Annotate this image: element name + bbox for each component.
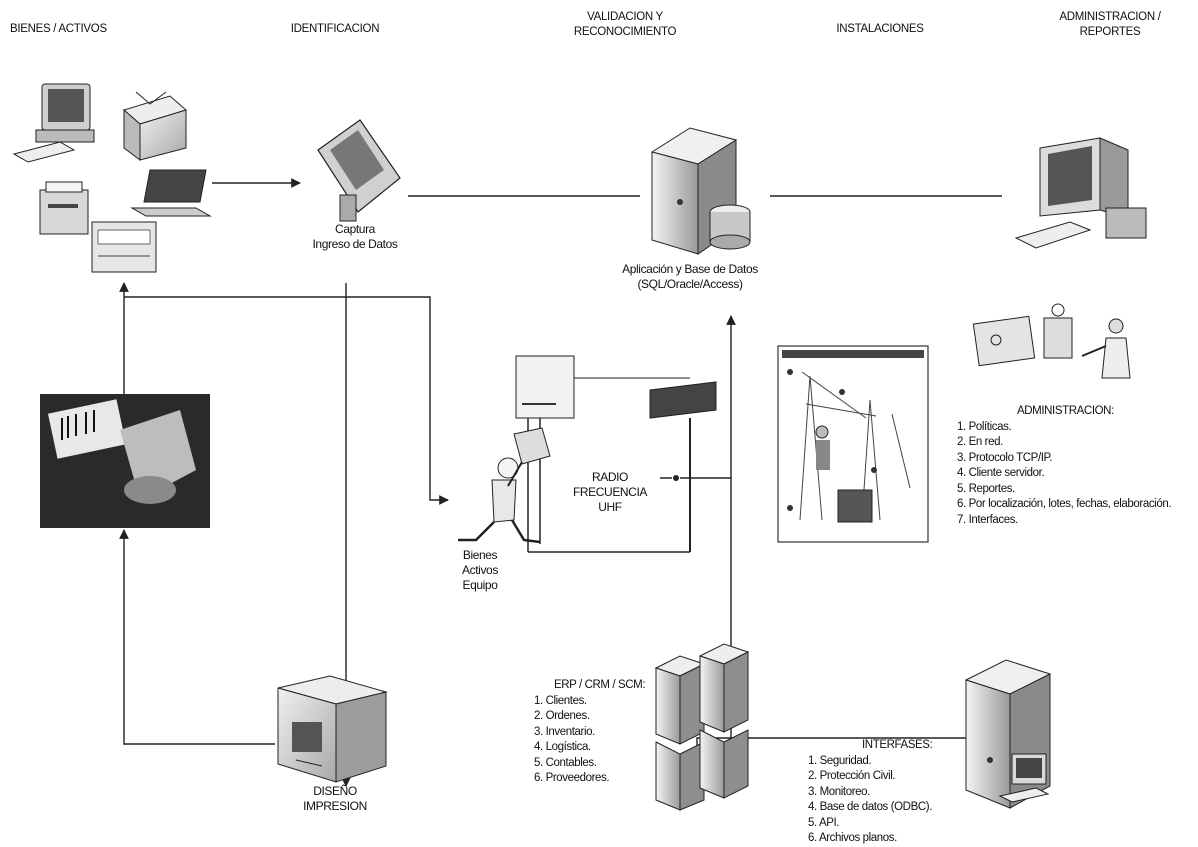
interfases-title: INTERFASES: bbox=[808, 738, 1008, 754]
list-item: 4. Base de datos (ODBC). bbox=[808, 800, 1008, 816]
list-item: 3. Inventario. bbox=[534, 725, 664, 741]
list-item: 3. Monitoreo. bbox=[808, 785, 1008, 801]
rf-symbol-icon bbox=[660, 475, 679, 481]
administracion-list: 1. Políticas. 2. En red. 3. Protocolo TC… bbox=[957, 420, 1193, 529]
workstation-icon bbox=[1016, 138, 1146, 248]
list-item: 4. Cliente servidor. bbox=[957, 466, 1193, 482]
worker-laptop-icon bbox=[458, 428, 550, 542]
erp-block: ERP / CRM / SCM: 1. Clientes. 2. Ordenes… bbox=[534, 678, 664, 787]
radio-frecuencia-label: RADIO FRECUENCIA UHF bbox=[560, 470, 660, 515]
list-item: 1. Políticas. bbox=[957, 420, 1193, 436]
interfases-list: 1. Seguridad. 2. Protección Civil. 3. Mo… bbox=[808, 754, 1008, 847]
computer-icon bbox=[14, 84, 94, 162]
diseno-impresion-label: DISEÑO IMPRESION bbox=[290, 784, 380, 814]
aplicacion-label: Aplicación y Base de Datos (SQL/Oracle/A… bbox=[580, 262, 800, 292]
interfases-block: INTERFASES: 1. Seguridad. 2. Protección … bbox=[808, 738, 1008, 847]
handheld-terminal-icon bbox=[318, 120, 400, 221]
list-item: 2. Protección Civil. bbox=[808, 769, 1008, 785]
label-printer-icon bbox=[278, 676, 386, 782]
rfid-antenna-icon bbox=[650, 382, 716, 552]
bienes-equipo-label: Bienes Activos Equipo bbox=[450, 548, 510, 593]
list-item: 4. Logística. bbox=[534, 740, 664, 756]
list-item: 7. Interfaces. bbox=[957, 513, 1193, 529]
erp-list: 1. Clientes. 2. Ordenes. 3. Inventario. … bbox=[534, 694, 664, 787]
list-item: 6. Archivos planos. bbox=[808, 831, 1008, 847]
list-item: 5. API. bbox=[808, 816, 1008, 832]
rfid-installation-illustration bbox=[778, 346, 928, 542]
list-item: 3. Protocolo TCP/IP. bbox=[957, 451, 1193, 467]
printer-icon bbox=[40, 182, 88, 234]
list-item: 1. Clientes. bbox=[534, 694, 664, 710]
scanner-icon bbox=[92, 222, 156, 272]
administracion-title: ADMINISTRACION: bbox=[957, 404, 1193, 420]
arrow-printer-to-photo bbox=[124, 530, 275, 744]
list-item: 6. Por localización, lotes, fechas, elab… bbox=[957, 497, 1193, 513]
list-item: 5. Contables. bbox=[534, 756, 664, 772]
list-item: 1. Seguridad. bbox=[808, 754, 1008, 770]
list-item: 5. Reportes. bbox=[957, 482, 1193, 498]
list-item: 2. Ordenes. bbox=[534, 709, 664, 725]
list-item: 2. En red. bbox=[957, 435, 1193, 451]
server-database-icon bbox=[652, 128, 750, 254]
security-guard-icon bbox=[973, 304, 1130, 378]
box-icon bbox=[124, 92, 186, 160]
laptop-icon bbox=[132, 170, 210, 216]
erp-title: ERP / CRM / SCM: bbox=[534, 678, 664, 694]
administracion-block: ADMINISTRACION: 1. Políticas. 2. En red.… bbox=[957, 404, 1193, 528]
erp-servers-icon bbox=[656, 644, 748, 810]
barcode-photo-icon bbox=[40, 394, 210, 528]
list-item: 6. Proveedores. bbox=[534, 771, 664, 787]
captura-label: Captura Ingreso de Datos bbox=[290, 222, 420, 252]
